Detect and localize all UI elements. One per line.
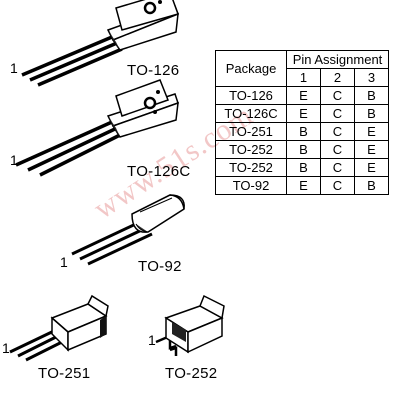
pin-cell: B xyxy=(354,104,389,123)
package-cell: TO-92 xyxy=(215,176,287,195)
pin-cell: C xyxy=(320,86,355,105)
table-row: TO-251 B C E xyxy=(215,122,389,141)
pin-cell: B xyxy=(286,122,321,141)
table-header-row: Package Pin Assignment xyxy=(215,50,389,87)
pin-cell: B xyxy=(354,86,389,105)
package-label-to92: TO-92 xyxy=(138,258,182,275)
pin-number-header: 1 xyxy=(286,68,321,87)
table-row: TO-252 B C E xyxy=(215,140,389,159)
table-row: TO-252 B C E xyxy=(215,158,389,177)
package-label-to251: TO-251 xyxy=(38,365,91,382)
package-label-to252: TO-252 xyxy=(165,365,218,382)
pin-cell: E xyxy=(286,104,321,123)
package-cell: TO-251 xyxy=(215,122,287,141)
pin-cell: C xyxy=(320,104,355,123)
pin-number-header: 3 xyxy=(354,68,389,87)
pin-cell: E xyxy=(286,176,321,195)
package-cell: TO-126C xyxy=(215,104,287,123)
pin-one-marker-to126c: 1 xyxy=(10,152,18,168)
pin-cell: B xyxy=(286,158,321,177)
pin-assignment-header: Pin Assignment xyxy=(286,50,389,69)
package-label-to126: TO-126 xyxy=(127,62,180,79)
pin-cell: E xyxy=(354,122,389,141)
pin-cell: B xyxy=(354,176,389,195)
pin-assignment-table: Package Pin Assignment 1 2 3 TO-126 E C … xyxy=(215,50,389,195)
pin-one-marker-to126: 1 xyxy=(10,60,18,76)
pin-cell: E xyxy=(286,86,321,105)
pin-cell: C xyxy=(320,176,355,195)
pin-cell: C xyxy=(320,158,355,177)
pin-cell: E xyxy=(354,158,389,177)
package-cell: TO-252 xyxy=(215,140,287,159)
pin-one-marker-to92: 1 xyxy=(60,254,68,270)
package-column-header: Package xyxy=(215,50,287,87)
pin-cell: C xyxy=(320,140,355,159)
pin-one-marker-to251: 1 xyxy=(2,340,10,356)
pin-one-marker-to252: 1 xyxy=(148,332,156,348)
package-label-to126c: TO-126C xyxy=(127,163,191,180)
table-row: TO-92 E C B xyxy=(215,176,389,195)
pin-number-header: 2 xyxy=(320,68,355,87)
pin-number-row: 1 2 3 xyxy=(216,68,389,87)
pin-cell: C xyxy=(320,122,355,141)
pin-cell: E xyxy=(354,140,389,159)
table-row: TO-126 E C B xyxy=(215,86,389,105)
table-row: TO-126C E C B xyxy=(215,104,389,123)
package-cell: TO-126 xyxy=(215,86,287,105)
pin-cell: B xyxy=(286,140,321,159)
package-cell: TO-252 xyxy=(215,158,287,177)
